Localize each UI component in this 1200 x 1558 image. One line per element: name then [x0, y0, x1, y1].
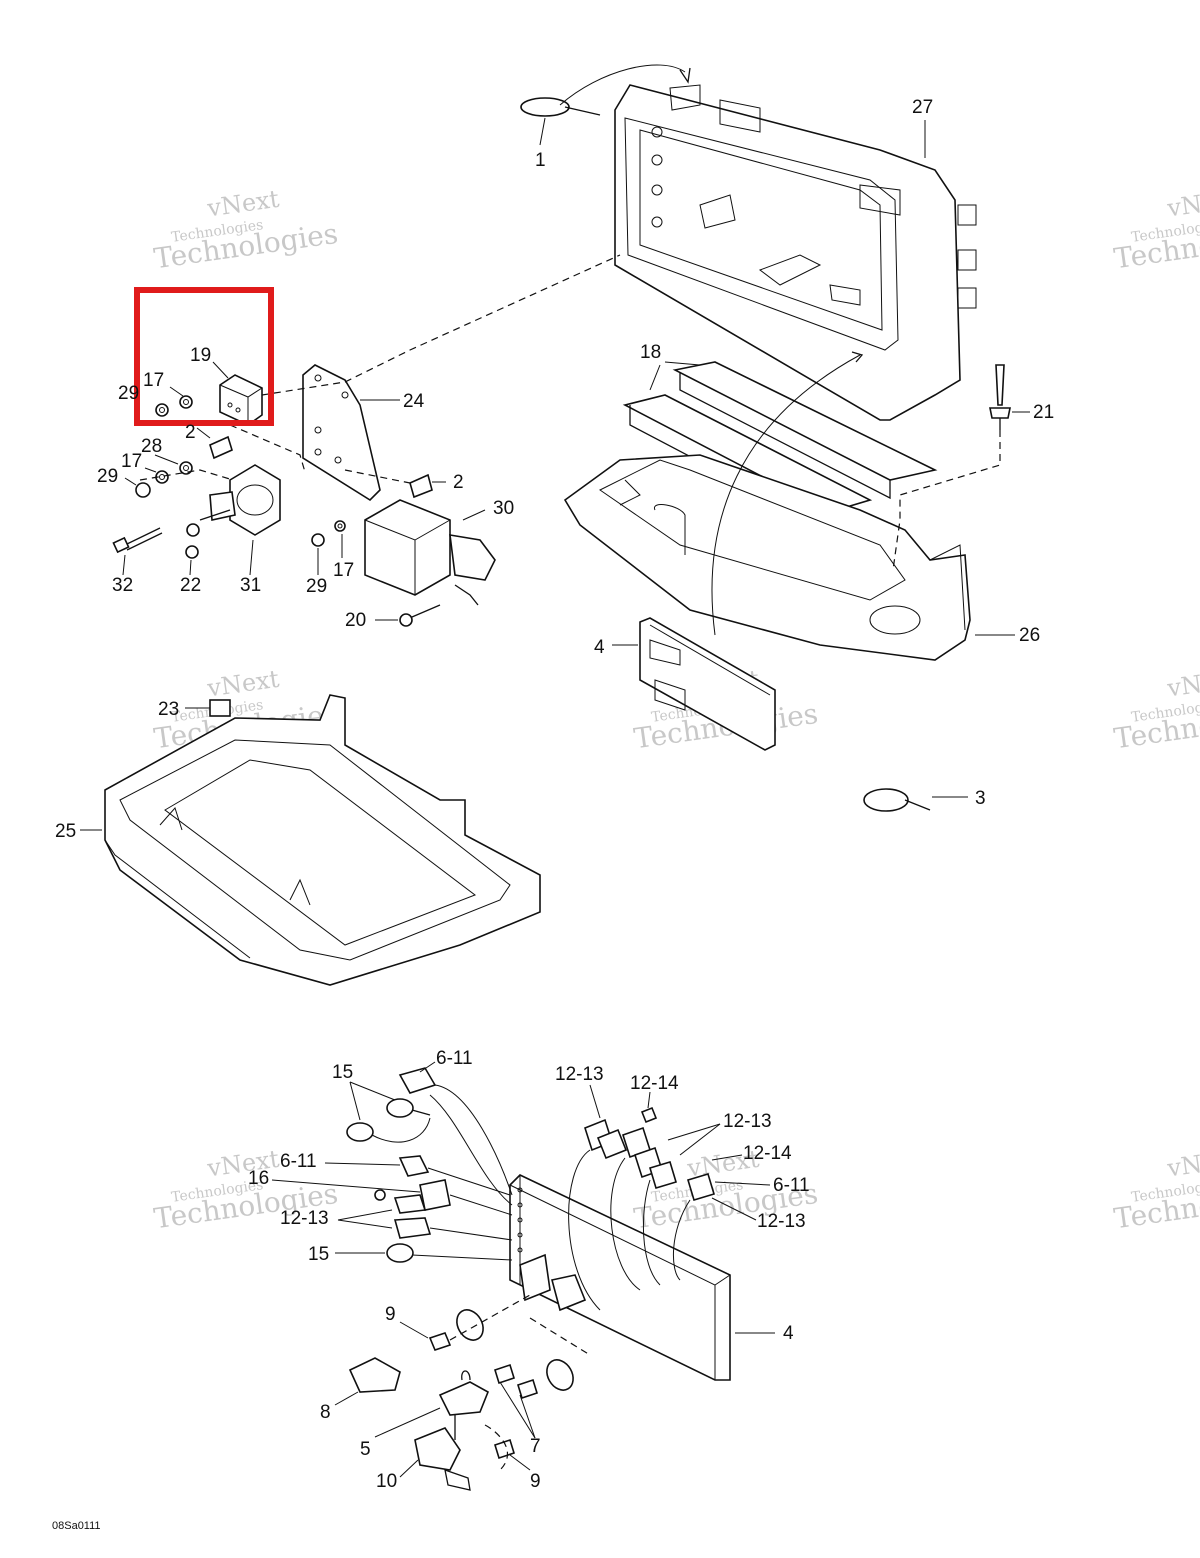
part-19-relay[interactable] — [219, 374, 263, 426]
highlight-box-part-19 — [134, 287, 274, 426]
callout-labels: 1 27 18 21 24 19 29 17 2 28 17 29 2 30 3… — [55, 97, 1054, 1492]
callout-leaders — [80, 117, 1030, 1478]
callout-29: 29 — [97, 466, 118, 487]
callout-12-13: 12-13 — [757, 1211, 806, 1232]
watermark: vNext Technologies Technologies — [1112, 665, 1200, 756]
part-23-connector[interactable] — [209, 699, 231, 717]
part-18-foam-plates[interactable] — [622, 361, 938, 532]
part-32-bolt[interactable] — [112, 527, 163, 554]
callout-26: 26 — [1019, 625, 1040, 646]
drawing-code: 08Sa0111 — [52, 1520, 101, 1532]
callout-15: 15 — [332, 1062, 353, 1083]
callout-32: 32 — [112, 575, 133, 596]
callout-12-13: 12-13 — [723, 1111, 772, 1132]
callout-22: 22 — [180, 575, 201, 596]
callout-4: 4 — [783, 1323, 794, 1344]
part-30-solenoid[interactable] — [364, 499, 496, 627]
terminals-and-wires — [346, 1067, 715, 1491]
callout-2: 2 — [453, 472, 464, 493]
callout-27: 27 — [912, 97, 933, 118]
callout-6-11: 6-11 — [280, 1151, 317, 1172]
callout-6-11: 6-11 — [773, 1175, 810, 1196]
callout-19: 19 — [190, 345, 211, 366]
svg-text:vNext: vNext — [1165, 185, 1200, 223]
callout-3: 3 — [975, 788, 986, 809]
callout-12-13: 12-13 — [555, 1064, 604, 1085]
part-1-tie-strap[interactable] — [520, 64, 691, 117]
part-31-solenoid[interactable] — [185, 464, 281, 559]
callout-1: 1 — [535, 150, 546, 171]
callout-30: 30 — [493, 498, 514, 519]
callout-9: 9 — [530, 1471, 541, 1492]
svg-text:vNext: vNext — [205, 185, 281, 223]
callout-6-11: 6-11 — [436, 1048, 473, 1069]
svg-text:vNext: vNext — [205, 1145, 281, 1183]
callout-17: 17 — [143, 370, 164, 391]
callout-2: 2 — [185, 422, 196, 443]
callout-20: 20 — [345, 610, 366, 631]
callout-4: 4 — [594, 637, 605, 658]
callout-31: 31 — [240, 575, 261, 596]
callout-15: 15 — [308, 1244, 329, 1265]
assembly-lines-top — [139, 254, 1001, 636]
callout-5: 5 — [360, 1439, 371, 1460]
part-21-push-pin[interactable] — [989, 364, 1011, 430]
callout-7: 7 — [530, 1436, 541, 1457]
watermark: vNext Technologies Technologies — [152, 185, 340, 276]
callout-24: 24 — [403, 391, 425, 412]
svg-text:vNext: vNext — [205, 665, 281, 703]
callout-29: 29 — [118, 383, 139, 404]
part-3-tie-strap[interactable] — [863, 788, 931, 812]
part-26-tray-base[interactable] — [563, 454, 971, 661]
watermark: vNext Technologies Technologies — [1112, 185, 1200, 276]
part-4-module-top[interactable] — [639, 617, 776, 751]
callout-12-14: 12-14 — [630, 1073, 679, 1094]
callout-17: 17 — [333, 560, 354, 581]
part-25-lower-box[interactable] — [104, 694, 541, 986]
part-4-module-bottom[interactable] — [509, 1174, 731, 1381]
callout-25: 25 — [55, 821, 76, 842]
callout-18: 18 — [640, 342, 661, 363]
part-27-box-cover[interactable] — [614, 84, 977, 421]
callout-10: 10 — [376, 1471, 397, 1492]
callout-23: 23 — [158, 699, 179, 720]
callout-29: 29 — [306, 576, 327, 597]
svg-text:vNext: vNext — [1165, 665, 1200, 703]
callout-12-14: 12-14 — [743, 1143, 792, 1164]
callout-28: 28 — [141, 436, 162, 457]
watermark: vNext Technologies Technologies — [1112, 1145, 1200, 1236]
svg-text:vNext: vNext — [1165, 1145, 1200, 1183]
callout-21: 21 — [1033, 402, 1054, 423]
callout-16: 16 — [248, 1168, 269, 1189]
part-24-mounting-plate[interactable] — [302, 364, 381, 502]
fastener-hardware — [135, 395, 433, 547]
callout-8: 8 — [320, 1402, 331, 1423]
callout-12-13: 12-13 — [280, 1208, 329, 1229]
callout-9: 9 — [385, 1304, 396, 1325]
callout-17: 17 — [121, 451, 142, 472]
